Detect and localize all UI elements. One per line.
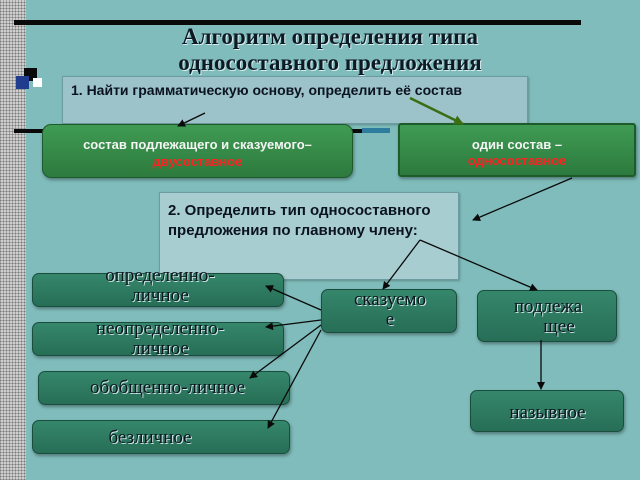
rule-accent — [362, 128, 390, 133]
subject-box — [477, 290, 617, 342]
impersonal-label: безличное — [60, 428, 240, 448]
arrow-to-impersonal — [267, 329, 322, 429]
definite-personal-line-2: личное — [131, 285, 189, 306]
step1-box: 1. Найти грамматическую основу, определи… — [62, 76, 528, 124]
arrow-to-two-part — [177, 112, 206, 127]
impersonal-line-1: безличное — [108, 427, 192, 448]
arrow-to-step2 — [472, 177, 573, 221]
one-part-box: один состав – односоставное — [398, 123, 636, 177]
one-part-highlight: односоставное — [467, 153, 567, 168]
arrow-to-definite-personal — [265, 285, 322, 311]
indefinite-personal-line-2: личное — [131, 338, 189, 359]
title-line-2: односоставного предложения — [178, 50, 482, 75]
predicate-line-2: е — [385, 309, 395, 330]
subject-label: подлежа щее — [488, 297, 608, 337]
indefinite-personal-label: неопределенно- личное — [60, 319, 260, 359]
two-part-text: состав подлежащего и сказуемого– — [83, 137, 312, 152]
subject-line-2: щее — [543, 316, 575, 337]
definite-personal-box — [32, 273, 284, 307]
two-part-box: состав подлежащего и сказуемого– двусост… — [42, 124, 353, 178]
title-line-1: Алгоритм определения типа — [181, 24, 479, 49]
generalized-personal-label: обобщенно-личное — [55, 378, 280, 398]
step2-text: 2. Определить тип односоставного предлож… — [168, 202, 431, 239]
nominative-box — [470, 390, 624, 432]
definite-personal-label: определенно- личное — [60, 266, 260, 306]
generalized-personal-line-1: обобщенно-личное — [89, 377, 246, 398]
page-title: Алгоритм определения типа односоставного… — [60, 24, 600, 76]
decorative-square-white — [33, 78, 42, 87]
one-part-text: один состав – — [471, 137, 563, 152]
arrow-to-predicate — [382, 239, 421, 290]
predicate-line-1: сказуемо — [353, 289, 427, 310]
step2-box: 2. Определить тип односоставного предлож… — [159, 192, 459, 280]
indefinite-personal-box — [32, 322, 284, 356]
arrow-to-indefinite-personal — [265, 319, 322, 331]
arrow-to-subject — [419, 239, 538, 291]
decorative-square-blue — [16, 76, 29, 89]
predicate-label: сказуемо е — [330, 290, 450, 330]
step1-text: 1. Найти грамматическую основу, определи… — [71, 82, 462, 98]
two-part-highlight: двусоставное — [152, 154, 243, 169]
subject-line-1: подлежа — [513, 296, 583, 317]
top-rule — [14, 20, 581, 25]
nominative-label: назывное — [485, 403, 610, 423]
nominative-text: назывное — [509, 402, 586, 423]
impersonal-box — [32, 420, 290, 454]
arrow-to-generalized-personal — [249, 324, 322, 379]
indefinite-personal-line-1: неопределенно- — [95, 318, 225, 339]
definite-personal-line-1: определенно- — [105, 265, 215, 286]
arrow-to-one-part — [409, 96, 464, 126]
generalized-personal-box — [38, 371, 290, 405]
